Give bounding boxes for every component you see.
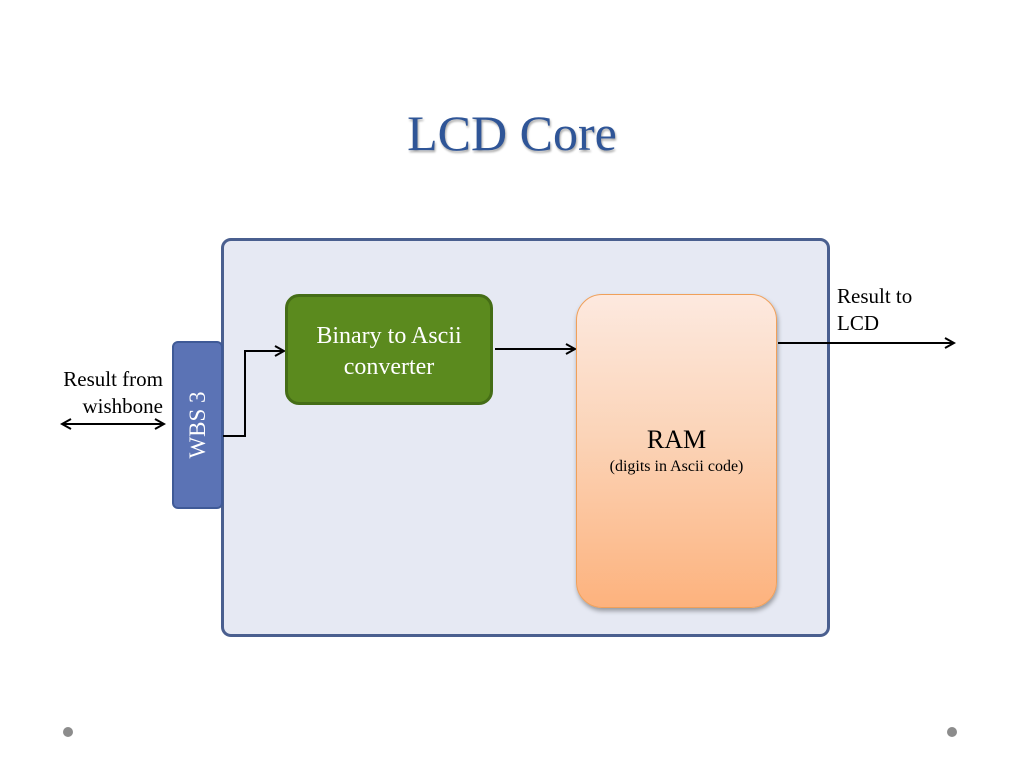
bullet-dot-right bbox=[947, 727, 957, 737]
input-label-line-1: Result from bbox=[63, 367, 163, 391]
ram-block: RAM (digits in Ascii code) bbox=[576, 294, 777, 608]
slide-title: LCD Core bbox=[407, 105, 617, 161]
binary-to-ascii-label: Binary to Ascii converter bbox=[316, 323, 462, 380]
wbs-to-converter-arrow bbox=[221, 351, 284, 437]
input-label-line-2: wishbone bbox=[82, 394, 164, 418]
output-label-line-2: LCD bbox=[837, 311, 879, 335]
ram-subtitle: (digits in Ascii code) bbox=[609, 458, 744, 475]
input-label: Result from wishbone bbox=[30, 366, 163, 420]
bullet-dot-left bbox=[63, 727, 73, 737]
wbs-label: WBS 3 bbox=[184, 391, 210, 459]
ram-title: RAM bbox=[646, 425, 707, 454]
output-label: Result to LCD bbox=[837, 283, 957, 337]
binary-to-ascii-block: Binary to Ascii converter bbox=[285, 294, 493, 405]
wbs-block: WBS 3 bbox=[172, 341, 223, 509]
output-label-line-1: Result to bbox=[837, 284, 913, 308]
